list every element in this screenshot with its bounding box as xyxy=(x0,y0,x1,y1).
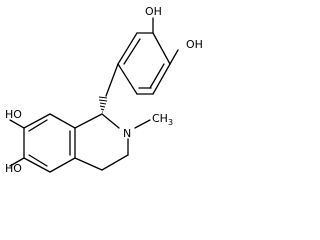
wedge-hash xyxy=(99,105,106,108)
methyl-label: CH3 xyxy=(152,112,173,127)
bond xyxy=(9,157,25,167)
catechol-ring xyxy=(117,17,179,95)
hydroxyl-label-left-lower: HO xyxy=(5,162,22,175)
bond xyxy=(74,157,103,171)
piperidine-ring xyxy=(74,113,151,171)
methyl-subscript: 3 xyxy=(168,118,173,127)
bond xyxy=(49,157,76,173)
bond xyxy=(49,113,76,129)
hashed-wedge xyxy=(98,96,108,113)
methyl-ch: CH xyxy=(152,112,168,125)
bond xyxy=(117,32,138,65)
bond xyxy=(101,113,120,129)
hydroxyl-label-right: OH xyxy=(186,38,203,51)
double-bond-inner xyxy=(28,119,48,132)
hydroxyl-label-left-upper: HO xyxy=(5,108,22,121)
double-bond-inner xyxy=(149,63,165,89)
bond xyxy=(152,32,171,65)
wedge-hash xyxy=(100,108,105,111)
wedge-hash xyxy=(99,102,107,105)
bond xyxy=(152,63,171,95)
wedge-hash xyxy=(98,99,108,102)
bond xyxy=(101,154,129,171)
bond xyxy=(117,63,138,95)
bond xyxy=(9,119,25,129)
bond xyxy=(134,119,151,129)
double-bond-inner xyxy=(28,154,48,167)
bond xyxy=(74,113,103,129)
wedge-hash xyxy=(98,96,108,99)
bond xyxy=(23,113,51,129)
bond xyxy=(23,157,51,173)
nitrogen-label: N xyxy=(123,127,131,140)
double-bond-inner xyxy=(123,38,141,65)
chemical-structure: OH OH HO HO N CH3 xyxy=(5,5,203,175)
bond xyxy=(169,49,179,65)
bond xyxy=(105,63,119,97)
benzo-ring xyxy=(9,113,76,173)
hydroxyl-label-top: OH xyxy=(145,5,162,18)
